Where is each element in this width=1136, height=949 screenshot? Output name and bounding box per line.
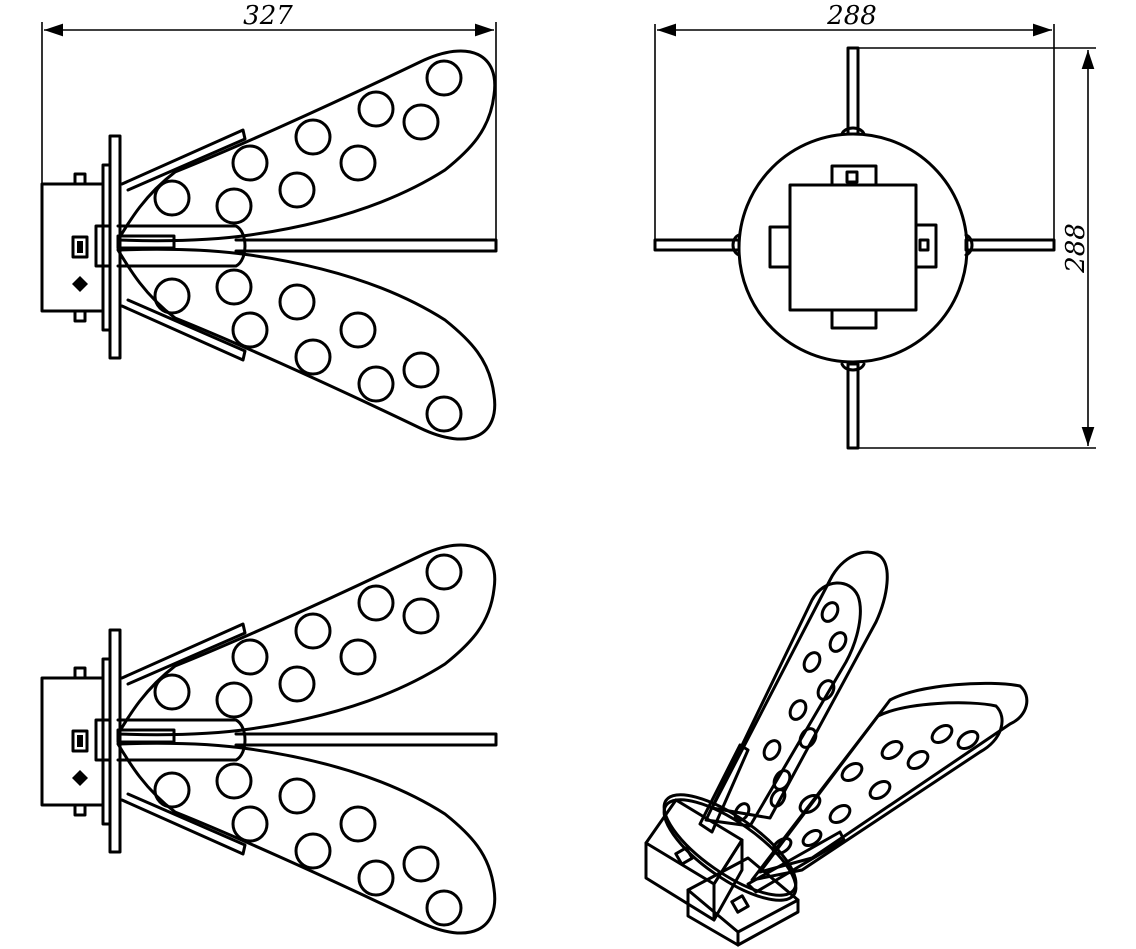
- front-lower-hole: [425, 889, 463, 927]
- side-upper-hole: [294, 118, 332, 156]
- side-lower-hole: [278, 283, 316, 321]
- iso-hole: [868, 779, 892, 801]
- side-lower-hole: [425, 395, 463, 433]
- top-view: 288 288: [653, 1, 1096, 450]
- iso-hole: [930, 723, 954, 745]
- side-lower-hole: [153, 277, 191, 315]
- top-width-dimension-label: 288: [826, 1, 877, 31]
- front-lower-hole: [278, 777, 316, 815]
- side-lower-hole: [402, 351, 440, 389]
- front-lower-hole: [402, 845, 440, 883]
- iso-hole: [798, 793, 822, 815]
- front-lower-hole: [215, 762, 253, 800]
- front-upper-hole: [215, 681, 253, 719]
- front-upper-hole: [357, 584, 395, 622]
- iso-hole: [906, 749, 930, 771]
- front-view: [40, 543, 498, 935]
- side-view: 327: [40, 1, 498, 441]
- front-lower-hole: [357, 859, 395, 897]
- length-dimension-label: 327: [243, 1, 293, 31]
- iso-hole: [772, 769, 792, 791]
- iso-hole: [769, 788, 787, 808]
- side-upper-hole: [215, 187, 253, 225]
- iso-hole: [771, 836, 793, 856]
- front-lower-hole: [294, 832, 332, 870]
- front-upper-hole: [402, 597, 440, 635]
- front-upper-hole: [294, 612, 332, 650]
- iso-hole: [733, 802, 751, 822]
- front-lower-hole: [153, 771, 191, 809]
- iso-hole: [802, 651, 822, 673]
- side-upper-hole: [153, 179, 191, 217]
- iso-hole: [840, 761, 864, 783]
- side-lower-hole: [357, 365, 395, 403]
- side-upper-hole: [339, 144, 377, 182]
- side-lower-hole: [215, 268, 253, 306]
- isometric-view: [644, 550, 1029, 947]
- iso-hole: [880, 739, 904, 761]
- side-upper-hole: [278, 171, 316, 209]
- front-upper-hole: [231, 638, 269, 676]
- side-upper-hole: [402, 103, 440, 141]
- side-lower-hole: [294, 338, 332, 376]
- iso-hole: [798, 727, 818, 749]
- side-view-holes: [153, 59, 463, 433]
- front-upper-hole: [153, 673, 191, 711]
- iso-hole: [828, 631, 848, 653]
- iso-hole: [788, 699, 808, 721]
- iso-wing-back: [710, 550, 889, 820]
- front-upper-hole: [339, 638, 377, 676]
- base-disc: [737, 132, 969, 364]
- front-upper-hole: [425, 553, 463, 591]
- front-lower-hole: [339, 805, 377, 843]
- iso-hole: [828, 803, 852, 825]
- iso-hole: [816, 679, 836, 701]
- iso-wing-front: [704, 581, 862, 828]
- iso-hole: [820, 601, 840, 623]
- iso-hole: [801, 828, 823, 848]
- side-upper-hole: [231, 144, 269, 182]
- side-lower-hole: [231, 311, 269, 349]
- side-lower-hole: [339, 311, 377, 349]
- side-upper-hole: [357, 90, 395, 128]
- top-height-dimension-label: 288: [1061, 223, 1091, 274]
- front-lower-hole: [231, 805, 269, 843]
- side-upper-hole: [425, 59, 463, 97]
- front-view-holes: [153, 553, 463, 927]
- front-upper-hole: [278, 665, 316, 703]
- iso-holes: [733, 601, 980, 856]
- iso-hole: [762, 739, 782, 761]
- iso-hole: [956, 729, 980, 751]
- junction-box: [788, 183, 918, 312]
